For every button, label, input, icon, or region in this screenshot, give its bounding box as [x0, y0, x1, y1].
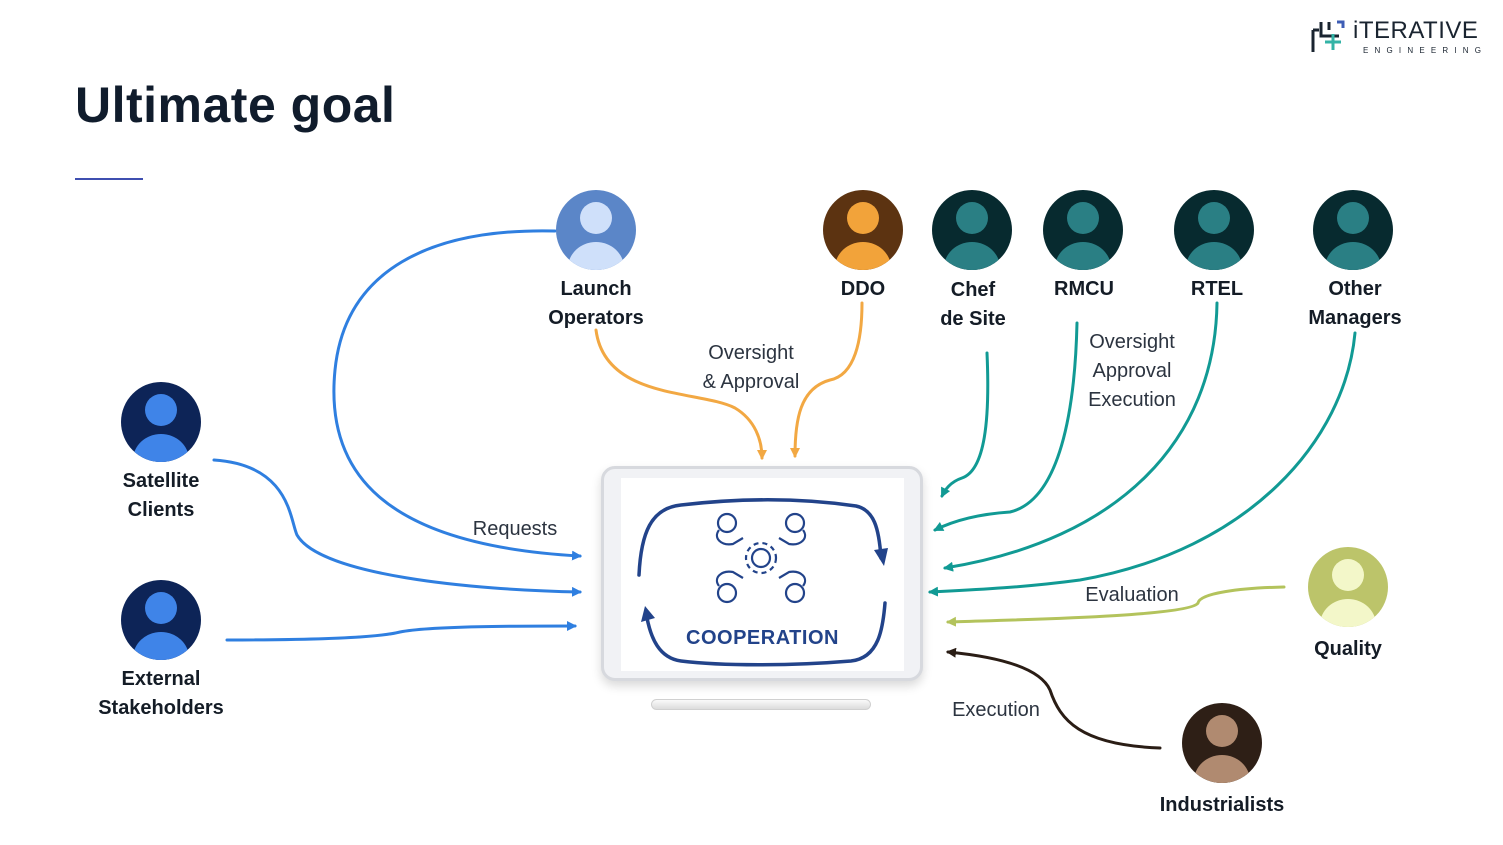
person-icon [1182, 703, 1262, 783]
arrow-rtel [943, 301, 1219, 572]
person-icon [932, 190, 1012, 270]
person-icon [121, 382, 201, 462]
teamwork-gear-icon [715, 512, 807, 604]
arrow-rmcu [933, 321, 1079, 532]
arrow-ddo-oversight [790, 301, 864, 458]
person-icon [1174, 190, 1254, 270]
person-icon [1313, 190, 1393, 270]
node-label-external-stakeholders: External Stakeholders [98, 668, 224, 719]
person-icon [556, 190, 636, 270]
node-label-other-managers: Other Managers [1308, 278, 1402, 329]
node-label-rmcu: RMCU [1054, 278, 1114, 300]
edge-label-oversight-approval-execution: Oversight Approval Execution [1088, 331, 1176, 411]
person-icon [1308, 547, 1388, 627]
node-label-rtel: RTEL [1190, 278, 1244, 300]
tablet-screen [621, 478, 904, 671]
edge-label-oversight-approval: Oversight & Approval [702, 342, 800, 393]
person-icon [121, 580, 201, 660]
arrow-other-managers [928, 331, 1357, 597]
node-label-launch-operators: Launch Operators [548, 278, 644, 329]
cooperation-cycle-graphic [637, 498, 888, 667]
arrow-quality-evaluation [946, 585, 1286, 627]
node-label-ddo: DDO [840, 278, 886, 300]
arrow-satellite-clients [212, 458, 582, 597]
stylus-icon [651, 699, 871, 710]
person-icon [823, 190, 903, 270]
arrow-launch-operators-requests [332, 229, 582, 561]
node-label-industrialists: Industrialists [1159, 794, 1285, 816]
company-logo: iTERATIVE ENGINEERING [1311, 17, 1488, 56]
person-icon [1043, 190, 1123, 270]
arrow-chef-de-site [940, 351, 990, 498]
edge-label-requests: Requests [472, 518, 558, 540]
logo-subtitle: ENGINEERING [1363, 46, 1488, 55]
cooperation-label: COOPERATION [686, 627, 839, 649]
logo-wordmark: iTERATIVE [1353, 17, 1479, 44]
tablet-icon [601, 466, 923, 681]
iterative-logo-icon [1311, 20, 1345, 52]
arrow-external-stakeholders [225, 621, 577, 642]
title-underline [75, 178, 143, 180]
arrow-launch-operators-oversight [594, 328, 767, 460]
node-label-quality: Quality [1314, 638, 1382, 660]
arrow-industrialists-execution [946, 647, 1162, 750]
edge-label-evaluation: Evaluation [1085, 584, 1179, 606]
edge-label-execution: Execution [952, 699, 1040, 721]
node-label-satellite-clients: Satellite Clients [122, 470, 200, 521]
node-label-chef-de-site: Chef de Site [940, 279, 1006, 330]
page-title: Ultimate goal [75, 77, 396, 133]
